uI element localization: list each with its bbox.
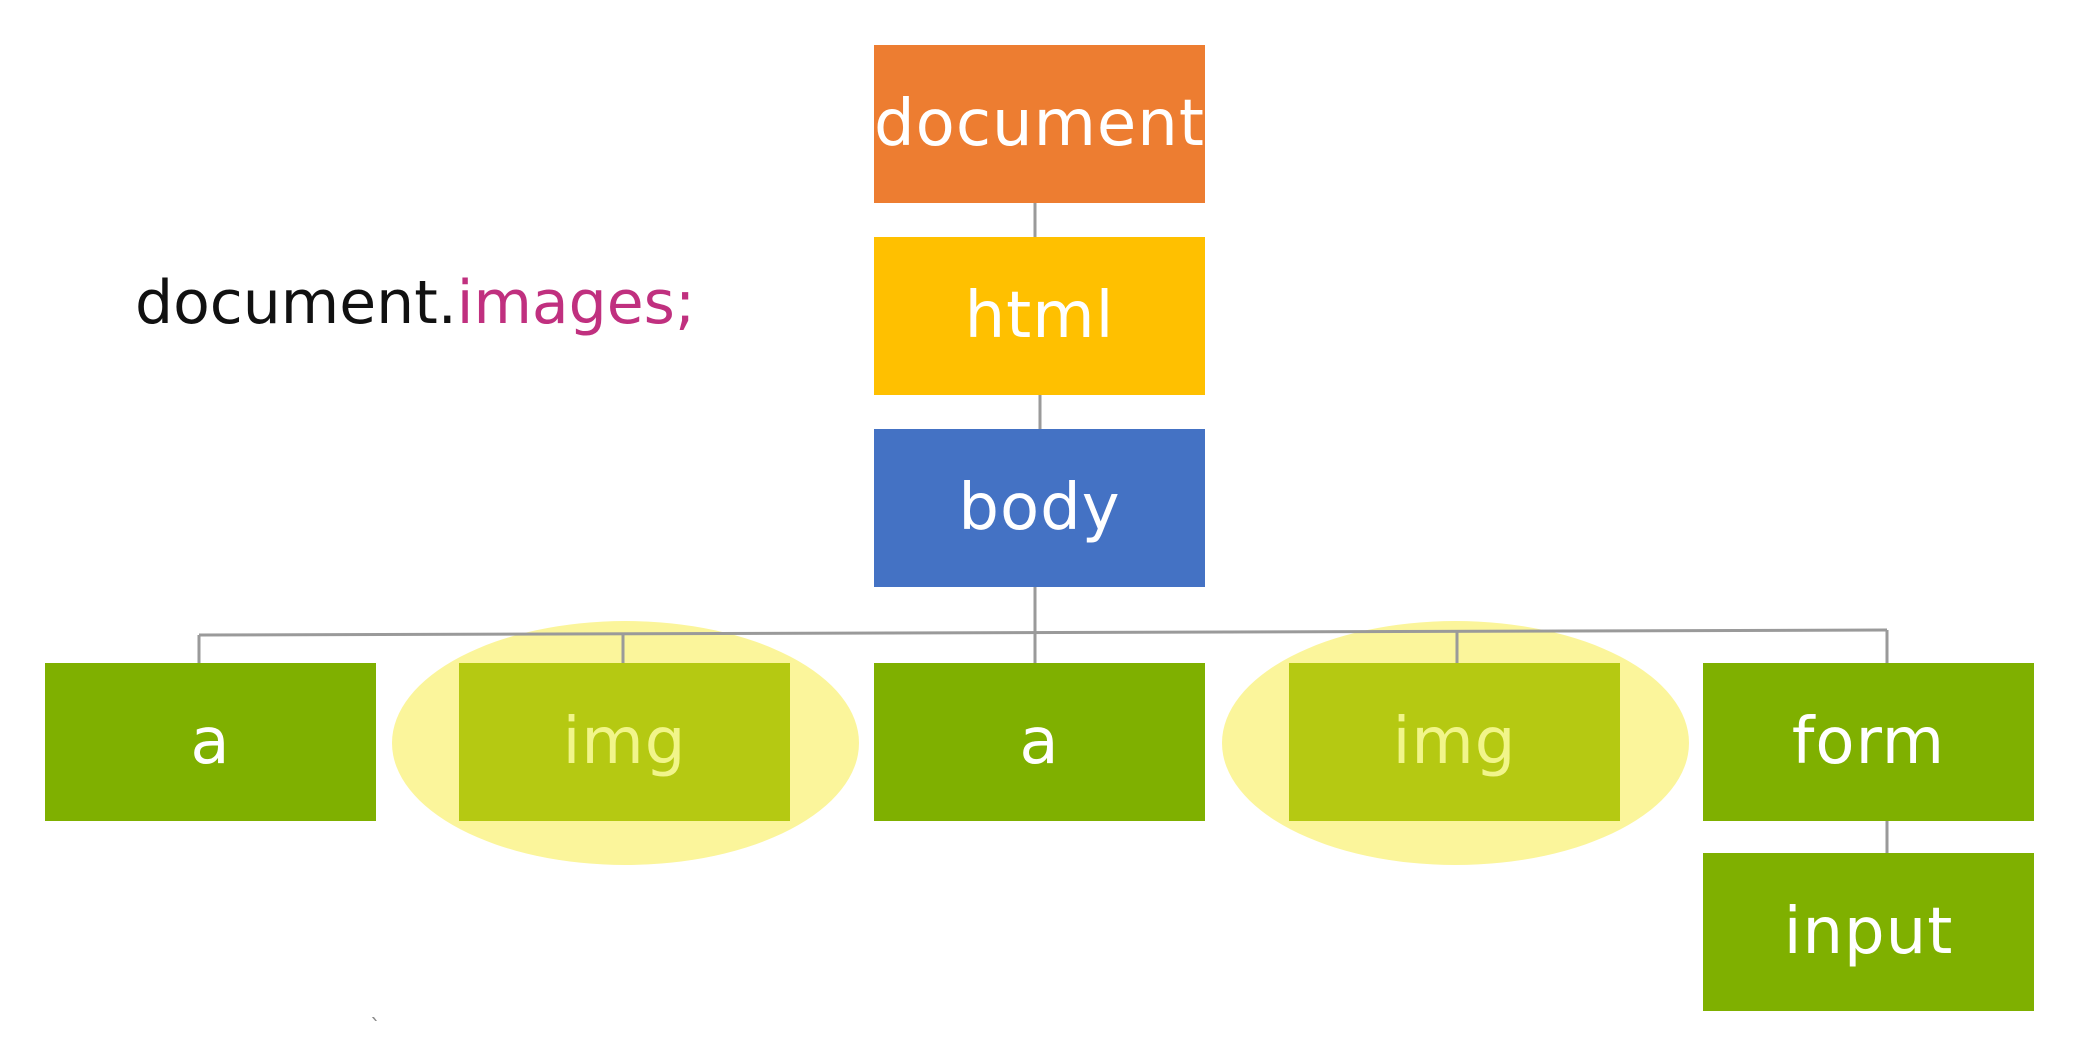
node-form: form [1703, 663, 2034, 821]
node-input: input [1703, 853, 2034, 1011]
code-expression: document.images; [135, 268, 695, 338]
node-document: document [874, 45, 1205, 203]
stray-backtick-mark: ` [370, 1016, 381, 1041]
connector-bus [198, 628, 1888, 637]
expression-property: images; [456, 268, 696, 338]
node-a: a [874, 663, 1205, 821]
node-html: html [874, 237, 1205, 395]
node-img: img [1289, 663, 1620, 821]
node-body: body [874, 429, 1205, 587]
node-a: a [45, 663, 376, 821]
node-img: img [459, 663, 790, 821]
expression-object: document. [135, 268, 457, 338]
